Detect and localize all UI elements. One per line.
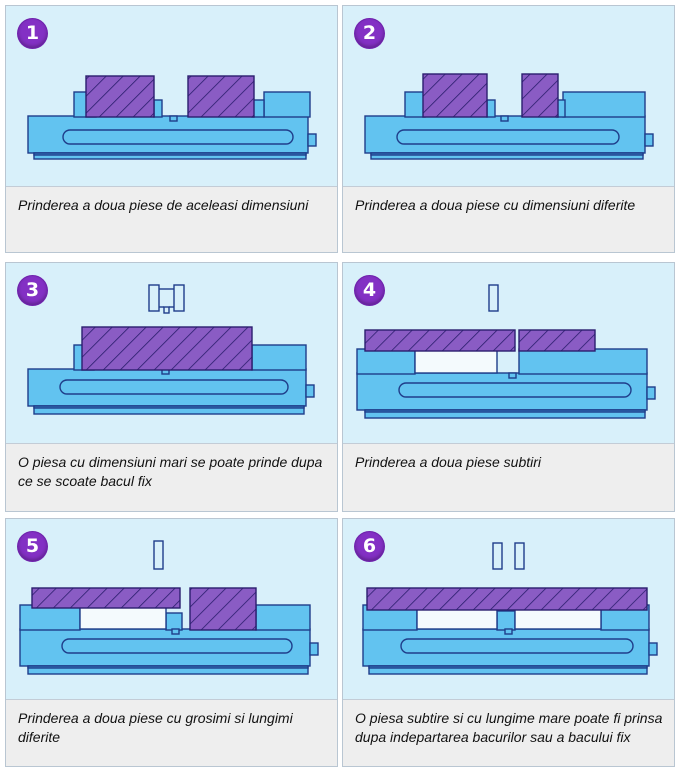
- screw-slot: [61, 638, 293, 654]
- screw-slot: [59, 379, 289, 395]
- support-block: [79, 606, 167, 630]
- center-notch: [171, 628, 180, 635]
- panel-3: 3 O piesa cu dimensiuni mari se poate pr…: [5, 262, 338, 512]
- panel-6: 6 O piesa subtire si cu lungime mare poa…: [342, 518, 675, 767]
- panel-caption: Prinderea a doua piese cu grosimi si lun…: [18, 710, 293, 745]
- diagram-area: 3: [6, 263, 337, 444]
- vise-diagram: [19, 540, 319, 675]
- support-block: [414, 348, 498, 374]
- center-notch: [504, 628, 513, 635]
- panel-caption: Prinderea a doua piese subtiri: [355, 454, 542, 470]
- center-notch: [508, 372, 517, 379]
- vise-base-rail: [368, 665, 648, 669]
- diagram-area: 1: [6, 6, 337, 187]
- screw-end: [644, 133, 654, 147]
- panel-4: 4 Prinderea a doua piese subtiri: [342, 262, 675, 512]
- screw-end: [646, 386, 656, 400]
- panel-1: 1 Prinderea a doua piese de aceleasi dim…: [5, 5, 338, 253]
- movable-jaw: [251, 344, 307, 371]
- jaw-plate: [496, 610, 516, 631]
- diagram-area: 2: [343, 6, 674, 187]
- diagram-area: 5: [6, 519, 337, 700]
- center-notch: [500, 115, 509, 122]
- vise-diagram: [27, 75, 317, 160]
- movable-jaw: [255, 604, 311, 631]
- long-thin-workpiece: [366, 587, 648, 611]
- removed-jaw-plate: [488, 284, 499, 312]
- screw-end: [305, 384, 315, 398]
- panel-2: 2 Prinderea a doua piese cu dimensiuni d…: [342, 5, 675, 253]
- support-block: [514, 608, 602, 630]
- diagram-area: 4: [343, 263, 674, 444]
- workpiece: [81, 326, 253, 371]
- workpiece: [422, 73, 488, 118]
- workpiece: [85, 75, 155, 118]
- fixed-jaw: [356, 348, 416, 375]
- vise-diagram: [362, 542, 658, 675]
- jaw-plate: [153, 99, 163, 118]
- step-badge: 4: [355, 276, 384, 305]
- fixed-jaw: [19, 604, 81, 631]
- movable-jaw: [562, 91, 646, 118]
- screw-slot: [400, 638, 634, 654]
- screw-end: [648, 642, 658, 656]
- step-badge: 6: [355, 532, 384, 561]
- thin-workpiece: [31, 587, 181, 609]
- center-notch: [169, 115, 178, 122]
- thin-workpiece: [518, 329, 596, 352]
- removed-jaw-plate: [153, 540, 164, 570]
- workpiece: [187, 75, 255, 118]
- support-block: [416, 608, 498, 630]
- screw-end: [307, 133, 317, 147]
- panel-caption: O piesa cu dimensiuni mari se poate prin…: [18, 454, 323, 489]
- panel-5: 5 Prinderea a doua piese cu grosimi si l…: [5, 518, 338, 767]
- step-badge: 1: [18, 19, 47, 48]
- panel-caption: Prinderea a doua piese cu dimensiuni dif…: [355, 197, 636, 213]
- vise-base-rail: [33, 405, 305, 409]
- workpiece: [521, 73, 559, 118]
- diagram-area: 6: [343, 519, 674, 700]
- vise-diagram: [27, 284, 315, 415]
- jaw-plate: [165, 612, 183, 631]
- screw-slot: [398, 382, 632, 398]
- vise-diagram: [356, 284, 656, 419]
- panel-caption: O piesa subtire si cu lungime mare poate…: [355, 710, 663, 745]
- step-badge: 3: [18, 276, 47, 305]
- vise-base-rail: [33, 152, 307, 156]
- jaw-plate: [486, 99, 496, 118]
- removed-jaw-plate: [514, 542, 525, 570]
- step-badge: 2: [355, 19, 384, 48]
- screw-slot: [62, 129, 294, 145]
- vise-base-rail: [370, 152, 644, 156]
- workpiece: [189, 587, 257, 631]
- movable-jaw: [518, 348, 648, 375]
- screw-end: [309, 642, 319, 656]
- vise-base-rail: [364, 409, 646, 413]
- removed-fixed-jaw: [148, 284, 185, 314]
- vise-diagram: [364, 73, 654, 160]
- movable-jaw: [263, 91, 311, 118]
- thin-workpiece: [364, 329, 516, 352]
- removed-jaw-plate: [492, 542, 503, 570]
- vise-base-rail: [27, 665, 309, 669]
- step-badge: 5: [18, 532, 47, 561]
- panel-caption: Prinderea a doua piese de aceleasi dimen…: [18, 197, 309, 213]
- screw-slot: [396, 129, 620, 145]
- fixed-jaw: [404, 91, 426, 118]
